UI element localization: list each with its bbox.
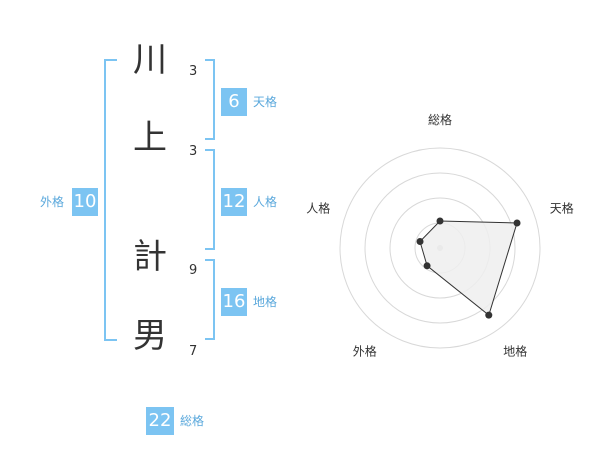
radar-ring-3 [364,172,516,324]
ten-bracket [205,59,215,140]
chi-value-badge: 16 [221,288,247,316]
stroke-count-3: 9 [189,263,198,278]
radar-point-4 [416,238,424,246]
radar-point-3 [423,262,431,270]
stroke-count-4: 7 [189,344,198,359]
ten-label: 天格 [253,95,278,109]
gai-value-badge: 10 [72,188,98,216]
chi-bracket [205,259,215,340]
stroke-count-1: 3 [189,64,198,79]
name-char-4: 男 [133,316,167,356]
radar-axis-label-2: 地格 [503,344,527,359]
gai-bracket [104,59,117,341]
jin-value-badge: 12 [221,188,247,216]
radar-axis-label-1: 天格 [550,200,574,215]
name-char-3: 計 [133,237,167,277]
jin-label: 人格 [253,195,278,209]
radar-axis-label-3: 外格 [353,344,377,359]
jin-bracket [205,149,215,250]
radar-axis-label-4: 人格 [306,200,330,215]
radar-point-1 [513,219,521,227]
radar-data-area [419,220,518,316]
stroke-count-2: 3 [189,144,198,159]
radar-point-0 [436,217,444,225]
chi-label: 地格 [253,295,278,309]
name-char-1: 川 [133,40,167,80]
radar-ring-4 [339,147,541,349]
gai-label: 外格 [40,195,65,209]
ten-value-badge: 6 [221,88,247,116]
sou-label: 総格 [180,414,205,428]
radar-point-2 [485,311,493,319]
sou-value-badge: 22 [146,407,174,435]
radar-axis-label-0: 総格 [428,112,452,127]
name-char-2: 上 [133,118,167,158]
